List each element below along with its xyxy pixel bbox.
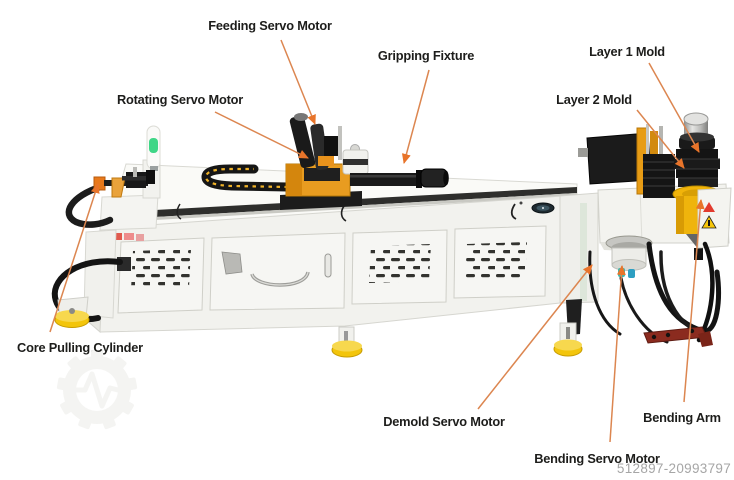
- feeding-servo-motor-part: [342, 144, 369, 175]
- brand-logo-oval: [531, 202, 555, 214]
- feeding-carriage: [280, 113, 369, 210]
- cable-hook: [176, 203, 182, 220]
- warning-sticker: [136, 234, 144, 241]
- leader-layer-2-mold: [636, 109, 685, 169]
- leader-bending-servo-motor: [609, 265, 626, 443]
- callout-label-rotating-servo-motor: Rotating Servo Motor: [116, 92, 244, 107]
- bending-arm-housing: [697, 187, 732, 249]
- rotating-servo-motor-part: [289, 113, 342, 171]
- door-handle: [324, 253, 332, 278]
- callout-label-demold-servo-motor: Demold Servo Motor: [383, 414, 505, 429]
- bending-arm-follower: [643, 326, 713, 347]
- vent-grille: [369, 244, 431, 283]
- leader-gripping-fixture: [401, 69, 430, 164]
- signal-lamp-green-light: [149, 138, 158, 153]
- callout-label-bending-arm: Bending Arm: [643, 410, 721, 425]
- clamp-bracket: [111, 177, 126, 198]
- layer-1-mold-part: [679, 132, 715, 149]
- machine: [51, 112, 732, 358]
- cable-hook: [340, 205, 347, 222]
- linear-guide-rail: [155, 187, 577, 217]
- cable-hook: [510, 203, 517, 220]
- bed-end-column: [559, 192, 599, 346]
- core-pulling-cylinder-assembly: [51, 167, 155, 322]
- warning-sticker: [124, 233, 134, 240]
- callout-label-gripping-fixture: Gripping Fixture: [377, 48, 475, 63]
- clamp-motor-block: [643, 154, 675, 198]
- callout-label-layer-2-mold: Layer 2 Mold: [556, 92, 632, 107]
- leader-layer-1-mold: [648, 62, 700, 153]
- cable-chain: [201, 164, 293, 192]
- warning-triangle-sticker: [703, 202, 715, 212]
- leader-core-pulling-cylinder: [49, 183, 100, 333]
- vent-grille: [131, 249, 191, 290]
- signal-lamp: [146, 125, 161, 171]
- watermark-gear-logo: [56, 350, 138, 430]
- panel-door-2: [209, 232, 346, 311]
- orange-fitting: [93, 176, 106, 191]
- callout-label-core-pulling-cylinder: Core Pulling Cylinder: [17, 340, 143, 355]
- gripping-fixture-pipe: [350, 168, 449, 188]
- hydraulic-hose: [65, 183, 114, 228]
- leader-feeding-servo-motor: [280, 39, 316, 125]
- listing-number: 512897-20993797: [616, 461, 731, 476]
- callout-label-feeding-servo-motor: Feeding Servo Motor: [208, 18, 332, 33]
- bend-head: [578, 112, 732, 347]
- leader-rotating-servo-motor: [214, 111, 309, 159]
- leader-demold-servo-motor: [477, 264, 593, 410]
- warning-sticker: [112, 233, 122, 240]
- callout-label-bending-servo-motor: Bending Servo Motor: [534, 451, 660, 466]
- vent-grille: [465, 242, 527, 280]
- pneumatic-plug: [628, 269, 635, 278]
- layer-2-mold-part: [674, 149, 720, 187]
- callout-label-layer-1-mold: Layer 1 Mold: [589, 44, 665, 59]
- machine-feet: [54, 296, 583, 358]
- panel-bracket: [221, 251, 243, 275]
- leader-lines: [49, 39, 705, 443]
- bending-servo-motor-part: [605, 235, 653, 278]
- leader-bending-arm: [683, 199, 705, 403]
